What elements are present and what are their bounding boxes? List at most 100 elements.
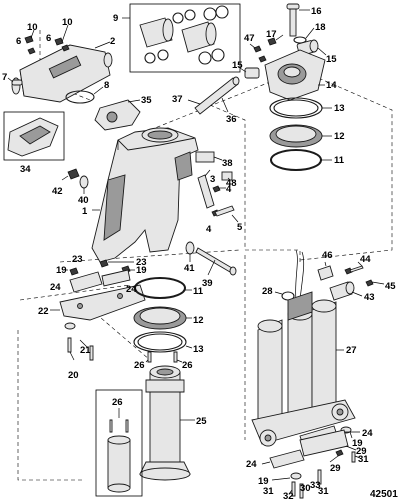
callout-31-bottom-left: 31	[263, 486, 274, 497]
callout-14: 14	[326, 80, 337, 91]
screw-part-4-upper	[212, 185, 226, 193]
callout-4-upper: 4	[226, 184, 232, 195]
callout-23-right: 23	[136, 257, 147, 268]
callout-20: 20	[68, 370, 79, 381]
callout-11-lower: 11	[193, 286, 204, 297]
pin-part-7	[7, 77, 23, 86]
callout-22: 22	[38, 306, 49, 317]
seal-part-12-lower	[133, 306, 192, 330]
shaft-part-36	[187, 76, 240, 115]
callout-1: 1	[82, 206, 88, 217]
anode-plate-part-22	[50, 284, 146, 321]
anode-block-part-24-bottom	[261, 449, 305, 469]
callout-24-right: 24	[126, 284, 137, 295]
callout-29-bottom: 29	[330, 463, 341, 474]
screws-part-21-20	[67, 337, 94, 361]
callout-15-left: 15	[232, 60, 243, 71]
drawing-id: 42501	[370, 489, 398, 500]
washer-part-41	[185, 241, 195, 262]
callout-19-d: 19	[258, 476, 269, 487]
callout-32: 32	[283, 491, 294, 502]
screws-part-30-31-32-33	[288, 469, 322, 499]
pin-part-26-left	[145, 351, 152, 363]
callout-23-left: 23	[72, 254, 83, 265]
callout-6-b: 6	[46, 33, 51, 44]
callout-19-a: 19	[56, 265, 67, 276]
bushing-part-19-left-upper	[66, 267, 79, 276]
callout-12-lower: 12	[193, 315, 204, 326]
callout-33: 33	[310, 480, 321, 491]
cover-plate-part-34	[3, 111, 65, 161]
boxed-kit-part-26	[95, 389, 143, 497]
callout-36: 36	[226, 114, 237, 125]
wiper-ring-part-11-lower	[134, 277, 192, 299]
valve-housing-part	[11, 41, 113, 103]
callout-21: 21	[80, 345, 91, 356]
callout-8: 8	[104, 80, 109, 91]
fitting-rings	[144, 5, 229, 65]
screw-part-29-bottom	[329, 449, 344, 463]
callout-25: 25	[196, 416, 207, 427]
callout-39: 39	[202, 278, 213, 289]
screw-part-5	[214, 205, 239, 223]
lever-part-3	[197, 169, 215, 209]
callout-44: 44	[360, 254, 371, 265]
screw-parts-6-10	[24, 24, 70, 55]
callout-10-a: 10	[27, 22, 38, 33]
callout-17: 17	[266, 29, 277, 40]
oring-part-8	[65, 86, 104, 104]
callout-35: 35	[141, 95, 152, 106]
oring-part-13-upper	[269, 97, 332, 119]
bolt-part-39	[195, 247, 237, 276]
callout-41: 41	[184, 263, 195, 274]
callout-34: 34	[20, 164, 31, 175]
callout-6: 6	[16, 36, 21, 47]
callout-30: 30	[300, 483, 311, 494]
washer-part-40	[79, 175, 89, 194]
callout-18: 18	[315, 22, 326, 33]
callout-27: 27	[346, 345, 357, 356]
fittings-kit-part-9	[122, 3, 241, 73]
callout-43: 43	[364, 292, 375, 303]
fitting-part-15-left	[239, 67, 260, 79]
callout-42: 42	[52, 186, 63, 197]
callout-37: 37	[172, 94, 183, 105]
callout-5: 5	[237, 222, 243, 233]
callout-29-right: 29	[356, 446, 367, 457]
callout-45: 45	[385, 281, 396, 292]
bracket-body-part-1	[91, 127, 199, 263]
anode-plate-part-29	[299, 429, 357, 457]
callout-11-upper: 11	[334, 155, 345, 166]
plug-part-17	[267, 34, 284, 46]
trim-cylinder-part-25	[139, 365, 195, 481]
callout-13-lower: 13	[193, 344, 204, 355]
screw-part-31-right	[351, 451, 361, 463]
callout-labels: 1 2 3 4 4 5 6 6 7 8 9 10 10 11 11 12 12 …	[2, 6, 398, 502]
nut-part-42	[61, 168, 80, 181]
callout-24-left: 24	[50, 282, 61, 293]
screw-part-23	[99, 259, 134, 268]
washer-part-19-bottom	[271, 472, 302, 481]
callout-12-upper: 12	[334, 131, 345, 142]
wiper-ring-part-11-upper	[270, 149, 332, 171]
callout-28: 28	[262, 286, 273, 297]
reservoir-cap-part-14	[264, 49, 326, 101]
pin-part-26-right	[173, 351, 183, 363]
callout-7: 7	[2, 72, 7, 83]
callout-40: 40	[78, 195, 89, 206]
callout-16: 16	[311, 6, 322, 17]
callout-24-bottom: 24	[246, 459, 257, 470]
yoke-part-35	[94, 99, 141, 131]
callout-4-lower: 4	[206, 224, 212, 235]
callout-19-b: 19	[136, 265, 147, 276]
screw-part-47	[249, 43, 267, 63]
callout-15-upper: 15	[326, 54, 337, 65]
fitting-part-43	[329, 281, 363, 301]
callout-10-b: 10	[62, 17, 73, 28]
callout-38: 38	[222, 158, 233, 169]
callout-47: 47	[244, 33, 255, 44]
callout-9: 9	[113, 13, 118, 24]
callout-31-bottom-right: 31	[318, 486, 329, 497]
washer-part-19-left	[64, 322, 76, 330]
